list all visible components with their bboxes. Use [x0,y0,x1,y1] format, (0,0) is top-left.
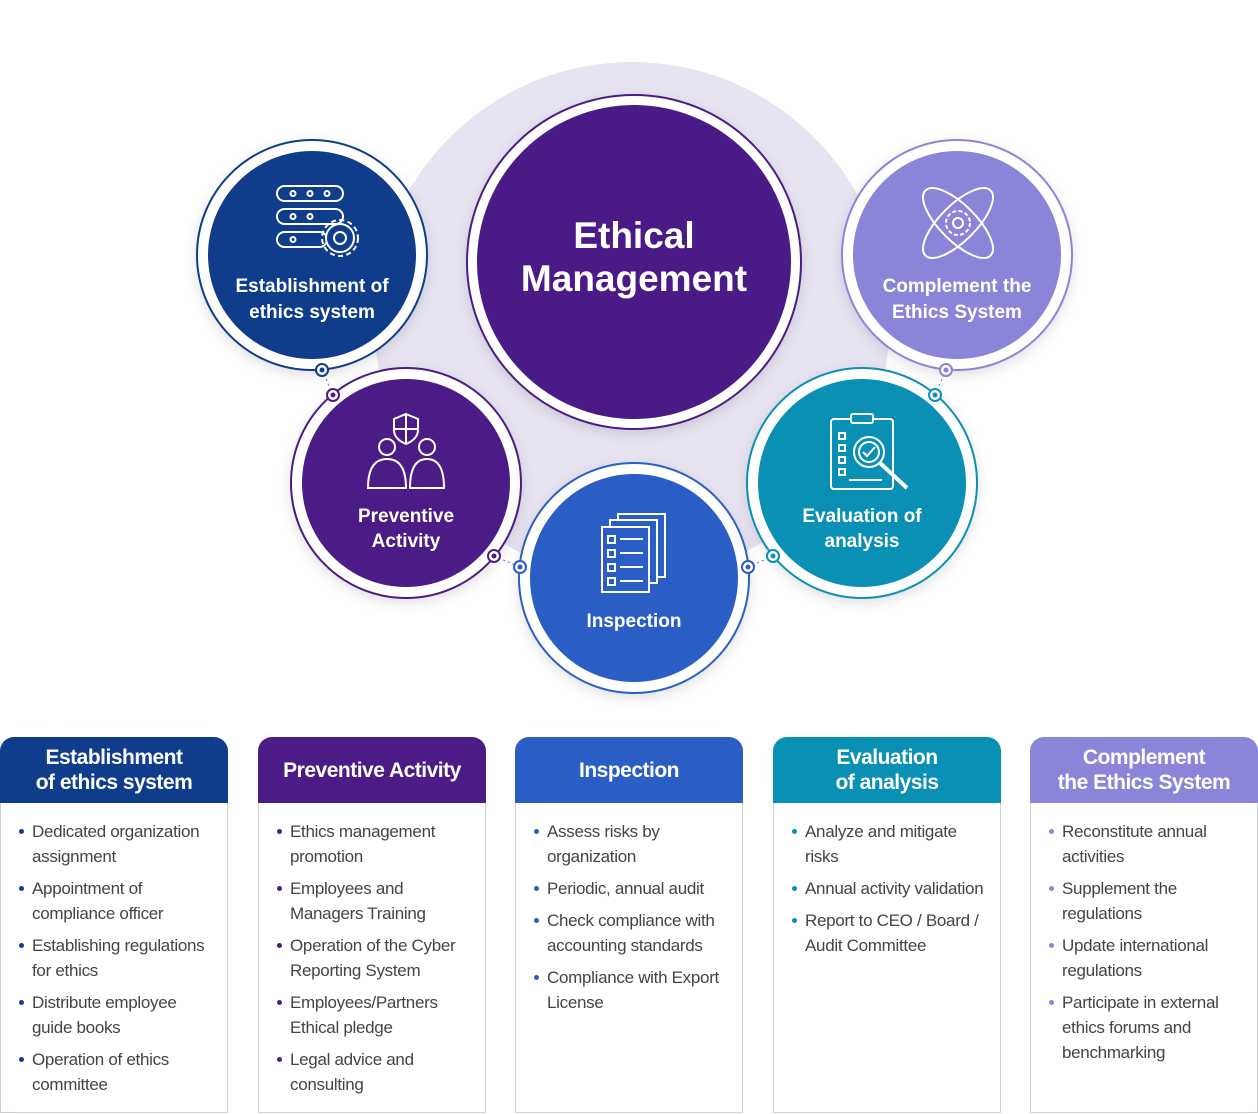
circle-complement-line2: Ethics System [892,302,1022,323]
column-title-line2: of analysis [835,771,939,794]
column-body: Dedicated organization assignment Appoin… [0,803,228,1113]
column-list: Assess risks by organization Periodic, a… [534,819,734,1015]
column-title-line1: Preventive Activity [283,758,461,782]
list-item: Update international regulations [1049,933,1249,983]
column-title-line1: Establishment [45,746,183,769]
column-body: Reconstitute annual activities Supplemen… [1030,803,1258,1113]
column-list: Reconstitute annual activities Supplemen… [1049,819,1249,1065]
server-gear-icon [276,185,359,257]
circle-evaluation: Evaluation of analysis [746,367,978,599]
list-item: Participate in external ethics forums an… [1049,990,1249,1065]
circle-preventive-line1: Preventive [358,506,454,527]
column-preventive: Preventive Activity Ethics management pr… [258,737,486,1113]
column-header: Inspection [515,737,743,803]
circle-establishment: Establishment of ethics system [196,139,428,371]
orbit-gear-icon [922,187,994,259]
list-item: Periodic, annual audit [534,876,734,901]
list-item: Legal advice and consulting [277,1047,477,1097]
list-item: Compliance with Export License [534,965,734,1015]
circle-establishment-line1: Establishment of [235,276,389,297]
circle-complement: Complement the Ethics System [841,139,1073,371]
column-title-line2: of ethics system [35,771,193,794]
list-item: Distribute employee guide books [19,990,219,1040]
checklist-documents-icon [601,513,666,593]
circle-complement-line1: Complement the [883,276,1032,297]
list-item: Reconstitute annual activities [1049,819,1249,869]
column-title-line1: Evaluation [836,746,938,769]
column-inspection: Inspection Assess risks by organization … [515,737,743,1113]
column-body: Analyze and mitigate risks Annual activi… [773,803,1001,1113]
circle-inspection: Inspection [518,462,750,694]
column-body: Ethics management promotion Employees an… [258,803,486,1113]
circle-preventive-line2: Activity [372,531,441,552]
list-item: Establishing regulations for ethics [19,933,219,983]
column-body: Assess risks by organization Periodic, a… [515,803,743,1113]
list-item: Appointment of compliance officer [19,876,219,926]
list-item: Dedicated organization assignment [19,819,219,869]
list-item: Employees/Partners Ethical pledge [277,990,477,1040]
column-list: Ethics management promotion Employees an… [277,819,477,1097]
people-shield-icon [366,412,446,489]
column-title-line1: Inspection [578,758,680,782]
circle-establishment-line2: ethics system [249,302,375,323]
column-list: Dedicated organization assignment Appoin… [19,819,219,1097]
list-item: Analyze and mitigate risks [792,819,992,869]
list-item: Annual activity validation [792,876,992,901]
circle-evaluation-line2: analysis [825,531,900,552]
list-item: Assess risks by organization [534,819,734,869]
center-title-line1: Ethical [573,215,694,256]
clipboard-magnifier-icon [830,413,909,490]
list-item: Check compliance with accounting standar… [534,908,734,958]
column-title-line2: the Ethics System [1057,771,1231,794]
list-item: Report to CEO / Board / Audit Committee [792,908,992,958]
list-item: Ethics management promotion [277,819,477,869]
center-title-line2: Management [521,258,747,299]
list-item: Supplement the regulations [1049,876,1249,926]
list-item: Operation of the Cyber Reporting System [277,933,477,983]
circle-preventive: Preventive Activity [290,367,522,599]
list-item: Operation of ethics committee [19,1047,219,1097]
column-list: Analyze and mitigate risks Annual activi… [792,819,992,958]
circle-inspection-line1: Inspection [586,611,681,632]
circle-evaluation-line1: Evaluation of [802,506,922,527]
column-header: Preventive Activity [258,737,486,803]
list-item: Employees and Managers Training [277,876,477,926]
connector-dot-centers [319,367,949,570]
center-circle: Ethical Management [466,94,802,430]
ethics-cycle-diagram: Establishment of ethics system Complemen… [196,62,1073,694]
column-title-line1: Complement [1082,746,1206,769]
